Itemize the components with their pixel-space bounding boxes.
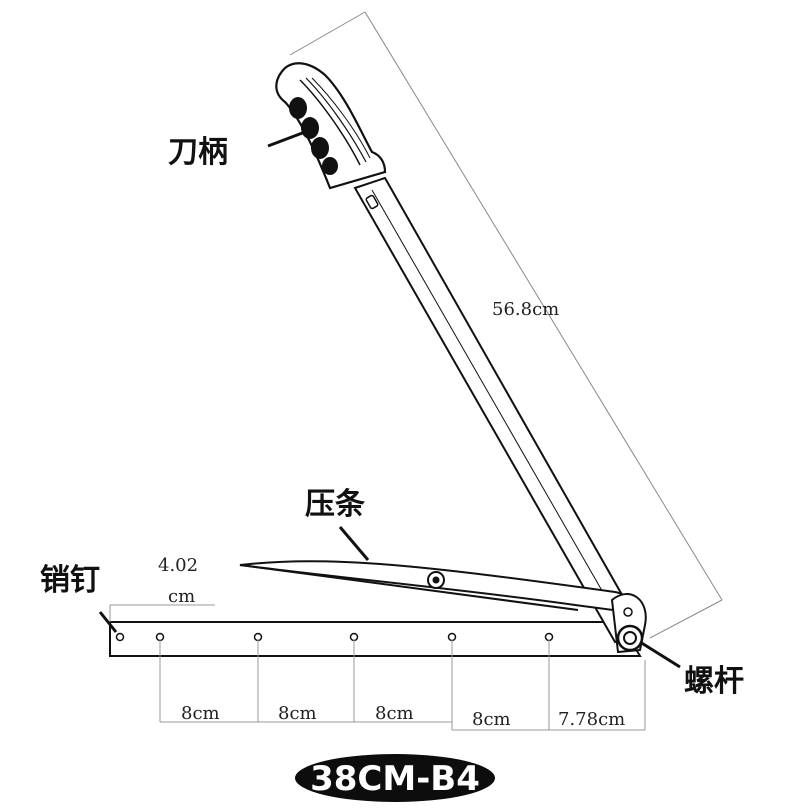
pin-hole bbox=[155, 632, 165, 642]
grip-bump bbox=[301, 117, 319, 139]
model-label: 38CM-B4 bbox=[310, 759, 480, 799]
grip-bump bbox=[322, 157, 338, 175]
handle bbox=[275, 62, 387, 190]
spacing-label-2: 8cm bbox=[278, 703, 317, 724]
press-bar bbox=[239, 560, 632, 614]
spacing-label-1: 8cm bbox=[181, 703, 220, 724]
pivot-mechanism bbox=[610, 593, 647, 654]
bar-width-dimension bbox=[109, 604, 215, 622]
grip-bump bbox=[311, 137, 329, 159]
bar-width-label-2: cm bbox=[168, 586, 195, 607]
model-badge: 38CM-B4 bbox=[295, 754, 495, 802]
blade-length-label: 56.8cm bbox=[492, 299, 559, 320]
spacing-label-3: 8cm bbox=[375, 703, 414, 724]
pin-label: 销钉 bbox=[40, 563, 100, 598]
pin-hole bbox=[544, 632, 554, 642]
leader-lines bbox=[98, 130, 681, 669]
screw-rod-label: 螺杆 bbox=[684, 664, 744, 699]
pin-hole bbox=[253, 632, 263, 642]
grip-bump bbox=[289, 97, 307, 119]
hole-spacing-dimensions bbox=[159, 640, 646, 731]
spacing-label-5: 7.78cm bbox=[558, 709, 625, 730]
press-bar-label: 压条 bbox=[305, 487, 365, 522]
bar-width-label-1: 4.02 bbox=[158, 555, 198, 576]
base-plate bbox=[109, 621, 642, 657]
pin-hole bbox=[447, 632, 457, 642]
handle-label: 刀柄 bbox=[168, 135, 228, 170]
pin-hole bbox=[115, 632, 125, 642]
blade-length-dimension bbox=[289, 11, 723, 639]
pin-hole bbox=[349, 632, 359, 642]
spacing-label-4: 8cm bbox=[472, 709, 511, 730]
